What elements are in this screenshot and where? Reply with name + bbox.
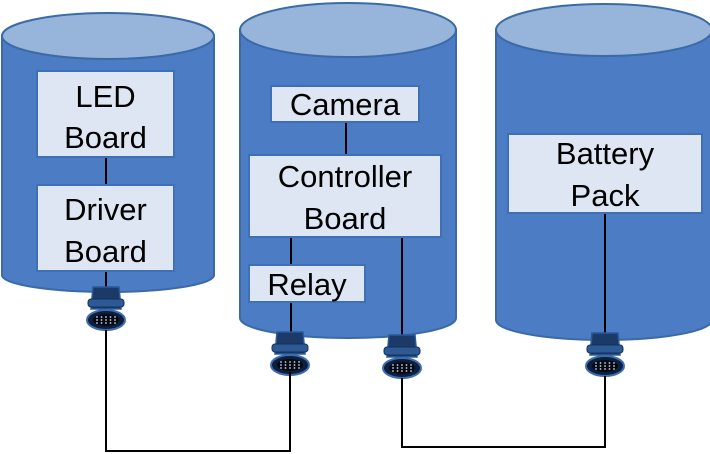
driver-board: Driver Board xyxy=(36,184,175,272)
driver-board-label-1: Driver xyxy=(64,192,147,227)
camera-label: Camera xyxy=(290,87,401,122)
connectors xyxy=(86,286,625,379)
connector-battery xyxy=(585,332,625,377)
led-board: LED Board xyxy=(36,70,175,158)
led-board-label-1: LED xyxy=(75,79,135,114)
relay-box xyxy=(248,264,366,303)
battery-pack-label-1: Battery xyxy=(556,136,655,171)
camera-box xyxy=(270,85,420,123)
led-board-box xyxy=(36,70,175,158)
battery-pack-box xyxy=(507,133,703,214)
connector-left xyxy=(86,286,126,331)
cable-led-canister-to-relay xyxy=(105,330,291,452)
controller-board-label-2: Board xyxy=(304,201,387,236)
relay-label: Relay xyxy=(267,267,347,302)
driver-board-box xyxy=(36,184,175,272)
camera: Camera xyxy=(270,85,420,123)
controller-board: Controller Board xyxy=(248,154,442,238)
external-cables xyxy=(105,330,606,452)
driver-board-label-2: Board xyxy=(64,234,147,269)
controller-board-label-1: Controller xyxy=(278,159,412,194)
battery-pack-label-2: Pack xyxy=(571,178,640,213)
internal-wires xyxy=(105,122,606,335)
cable-controller-to-battery xyxy=(401,376,606,448)
connector-controller xyxy=(382,334,422,379)
controller-board-box xyxy=(248,154,442,238)
connector-relay xyxy=(270,331,310,376)
led-board-label-2: Board xyxy=(64,120,147,155)
battery-pack: Battery Pack xyxy=(507,133,703,214)
relay: Relay xyxy=(248,264,366,303)
